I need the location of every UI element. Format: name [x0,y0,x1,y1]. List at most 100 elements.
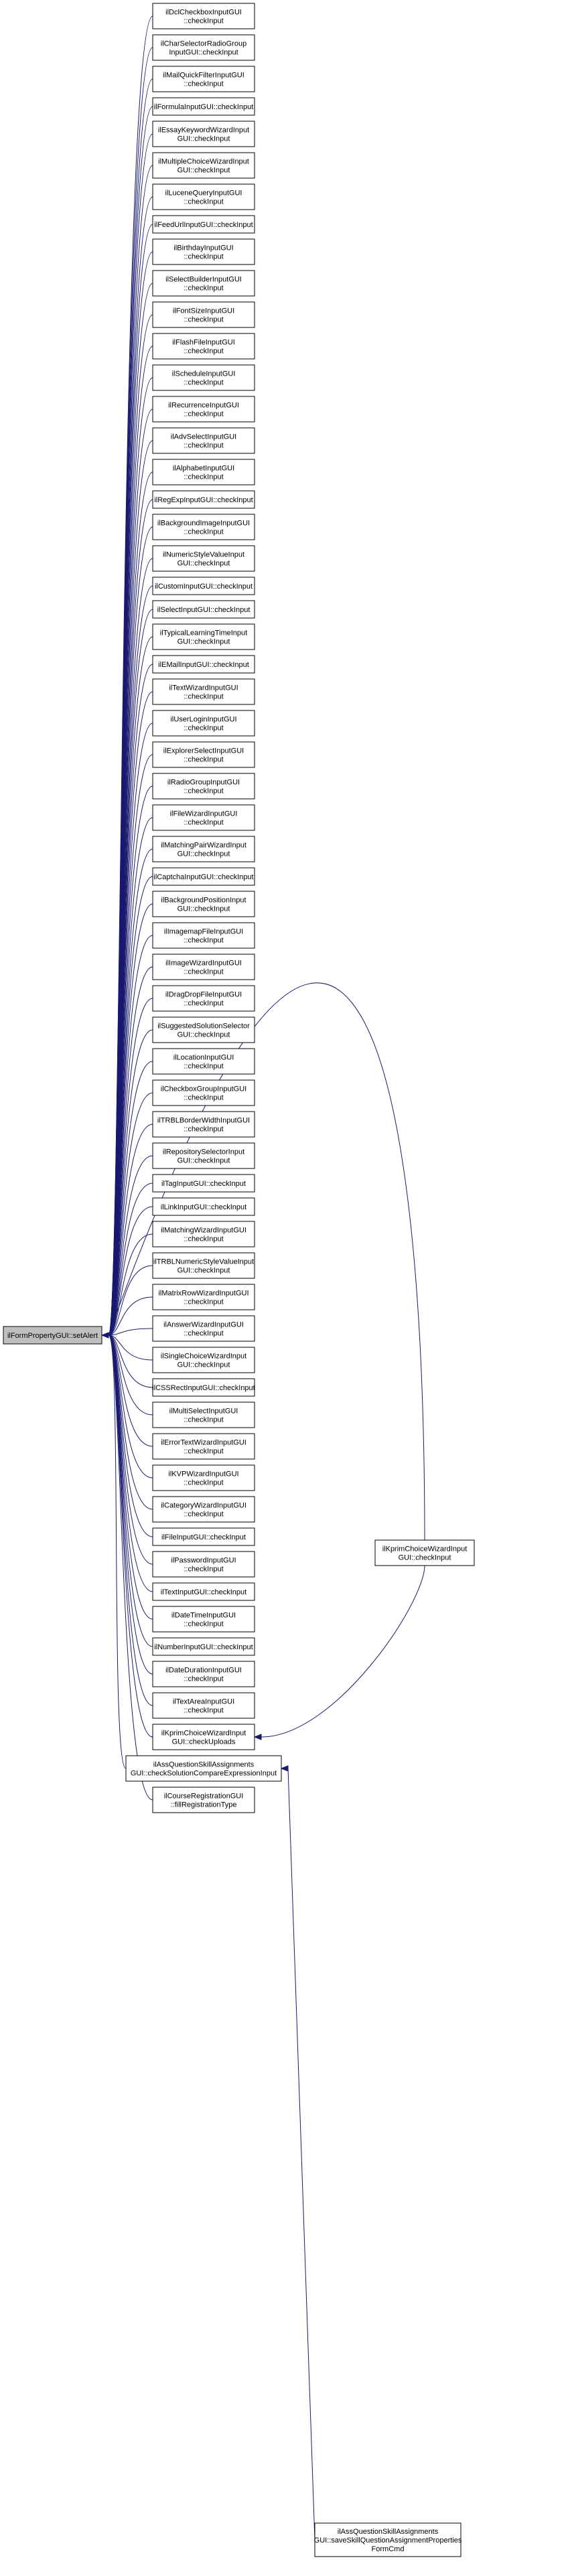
node-n38[interactable]: ilTRBLBorderWidthInputGUI::checkInput [152,1111,255,1138]
node-n2-label-2: InputGUI::checkInput [169,49,238,57]
node-n44[interactable]: ilMatrixRowWizardInputGUI::checkInput [152,1284,255,1310]
node-n18-label-2: ::checkInput [184,528,223,536]
node-n24[interactable]: ilTextWizardInputGUI::checkInput [152,678,255,705]
node-k2-label-3: FormCmd [372,2545,405,2553]
node-n25-label-1: ilUserLoginInputGUI [170,716,236,724]
node-n15[interactable]: ilAdvSelectInputGUI::checkInput [152,427,255,454]
node-n23[interactable]: ilEMailInputGUI::checkInput [152,655,255,674]
node-n5-box [152,121,255,147]
node-n43[interactable]: ilTRBLNumericStyleValueInputGUI::checkIn… [152,1252,255,1279]
node-n25[interactable]: ilUserLoginInputGUI::checkInput [152,710,255,737]
node-n2[interactable]: ilCharSelectorRadioGroupInputGUI::checkI… [152,34,255,61]
node-n33[interactable]: ilImageWizardInputGUI::checkInput [152,954,255,980]
node-n50[interactable]: ilKVPWizardInputGUI::checkInput [152,1464,255,1491]
node-n46-label-2: GUI::checkInput [178,1361,230,1369]
node-n45[interactable]: ilAnswerWizardInputGUI::checkInput [152,1315,255,1342]
node-root-label-1: ilFormPropertyGUI::setAlert [7,1332,98,1340]
node-n61-label-1: ilCourseRegistrationGUI [164,1793,244,1801]
node-n22[interactable]: ilTypicalLearningTimeInputGUI::checkInpu… [152,623,255,650]
node-n8-label-1: ilFeedUrlInputGUI::checkInput [154,221,253,229]
node-n49[interactable]: ilErrorTextWizardInputGUI::checkInput [152,1433,255,1460]
node-n35-label-1: ilSuggestedSolutionSelector [157,1022,250,1031]
node-n8[interactable]: ilFeedUrlInputGUI::checkInput [152,215,255,234]
node-k2[interactable]: ilAssQuestionSkillAssignmentsGUI::saveSk… [314,2522,462,2557]
node-n57-box [152,1661,255,1687]
node-root[interactable]: ilFormPropertyGUI::setAlert [3,1326,102,1345]
node-n7-label-1: ilLuceneQueryInputGUI [165,190,242,198]
node-n60-label-1: ilAssQuestionSkillAssignments [153,1761,255,1769]
node-n60[interactable]: ilAssQuestionSkillAssignmentsGUI::checkS… [125,1755,282,1782]
node-n37[interactable]: ilCheckboxGroupInputGUI::checkInput [152,1079,255,1106]
node-n32-label-2: ::checkInput [184,937,223,945]
node-n1[interactable]: ilDclCheckboxInputGUI::checkInput [152,3,255,29]
node-n42[interactable]: ilMatchingWizardInputGUI::checkInput [152,1221,255,1247]
node-n19-label-1: ilNumericStyleValueInput [163,551,244,559]
node-n56[interactable]: ilNumberInputGUI::checkInput [152,1637,255,1656]
node-n51[interactable]: ilCategoryWizardInputGUI::checkInput [152,1496,255,1523]
node-n53-label-1: ilPasswordInputGUI [171,1557,236,1565]
node-n61[interactable]: ilCourseRegistrationGUI::fillRegistratio… [152,1787,255,1813]
node-n54[interactable]: ilTextInputGUI::checkInput [152,1582,255,1601]
node-n18-label-1: ilBackgroundImageInputGUI [157,520,250,528]
node-n11[interactable]: ilFontSizeInputGUI::checkInput [152,301,255,328]
node-n10[interactable]: ilSelectBuilderInputGUI::checkInput [152,270,255,297]
node-n30[interactable]: ilCaptchaInputGUI::checkInput [152,867,255,886]
node-n13[interactable]: ilScheduleInputGUI::checkInput [152,364,255,391]
node-n6[interactable]: ilMultipleChoiceWizardInputGUI::checkInp… [152,152,255,179]
node-n3[interactable]: ilMailQuickFilterInputGUI::checkInput [152,66,255,92]
node-n36[interactable]: ilLocationInputGUI::checkInput [152,1048,255,1075]
node-n35[interactable]: ilSuggestedSolutionSelectorGUI::checkInp… [152,1016,255,1043]
node-n17[interactable]: ilRegExpInputGUI::checkInput [152,490,255,509]
node-n20[interactable]: ilCustomInputGUI::checkInput [152,577,255,595]
node-n36-label-2: ::checkInput [184,1063,223,1071]
node-n37-box [152,1079,255,1106]
node-n55[interactable]: ilDateTimeInputGUI::checkInput [152,1606,255,1633]
node-n23-label-1: ilEMailInputGUI::checkInput [158,661,249,669]
node-n9[interactable]: ilBirthdayInputGUI::checkInput [152,238,255,265]
node-n11-label-1: ilFontSizeInputGUI [173,307,234,315]
node-n42-label-1: ilMatchingWizardInputGUI [161,1227,246,1235]
node-n47[interactable]: ilCSSRectInputGUI::checkInput [152,1378,255,1397]
node-n40[interactable]: ilTagInputGUI::checkInput [152,1174,255,1193]
node-root-box [3,1326,102,1345]
node-n30-box [152,867,255,886]
node-n21[interactable]: ilSelectInputGUI::checkInput [152,600,255,619]
node-n16[interactable]: ilAlphabetInputGUI::checkInput [152,459,255,485]
node-n26[interactable]: ilExplorerSelectInputGUI::checkInput [152,741,255,768]
node-n27-box [152,773,255,800]
node-n10-label-2: ::checkInput [184,285,223,293]
node-n12[interactable]: ilFlashFileInputGUI::checkInput [152,333,255,360]
node-n22-label-2: GUI::checkInput [178,638,230,646]
node-n57[interactable]: ilDateDurationInputGUI::checkInput [152,1661,255,1687]
node-k1-label-1: ilKprimChoiceWizardInput [382,1545,468,1554]
nodes-layer: ilFormPropertyGUI::setAlert ilDclCheckbox… [3,3,475,2557]
node-n41[interactable]: ilLinkInputGUI::checkInput [152,1197,255,1216]
edge-n43-to-root [108,1265,153,1336]
node-n7[interactable]: ilLuceneQueryInputGUI::checkInput [152,183,255,210]
node-n35-box [152,1016,255,1043]
node-n39-label-1: ilRepositorySelectorInput [163,1148,244,1156]
node-n52[interactable]: ilFileInputGUI::checkInput [152,1527,255,1546]
node-n58[interactable]: ilTextAreaInputGUI::checkInput [152,1692,255,1719]
node-n47-box [152,1378,255,1397]
node-n6-label-2: GUI::checkInput [178,167,230,175]
node-n27[interactable]: ilRadioGroupInputGUI::checkInput [152,773,255,800]
node-n18[interactable]: ilBackgroundImageInputGUI::checkInput [152,514,255,540]
node-n28[interactable]: ilFileWizardInputGUI::checkInput [152,804,255,831]
node-n31-box [152,891,255,917]
node-n53[interactable]: ilPasswordInputGUI::checkInput [152,1551,255,1578]
node-n14[interactable]: ilRecurrenceInputGUI::checkInput [152,396,255,423]
node-n32[interactable]: ilImagemapFileInputGUI::checkInput [152,922,255,949]
node-n59[interactable]: ilKprimChoiceWizardInputGUI::checkUpload… [152,1724,255,1750]
node-n4[interactable]: ilFormulaInputGUI::checkInput [152,97,255,116]
node-n44-label-1: ilMatrixRowWizardInputGUI [158,1290,248,1298]
node-n48[interactable]: ilMultiSelectInputGUI::checkInput [152,1401,255,1428]
node-n34[interactable]: ilDragDropFileInputGUI::checkInput [152,985,255,1012]
